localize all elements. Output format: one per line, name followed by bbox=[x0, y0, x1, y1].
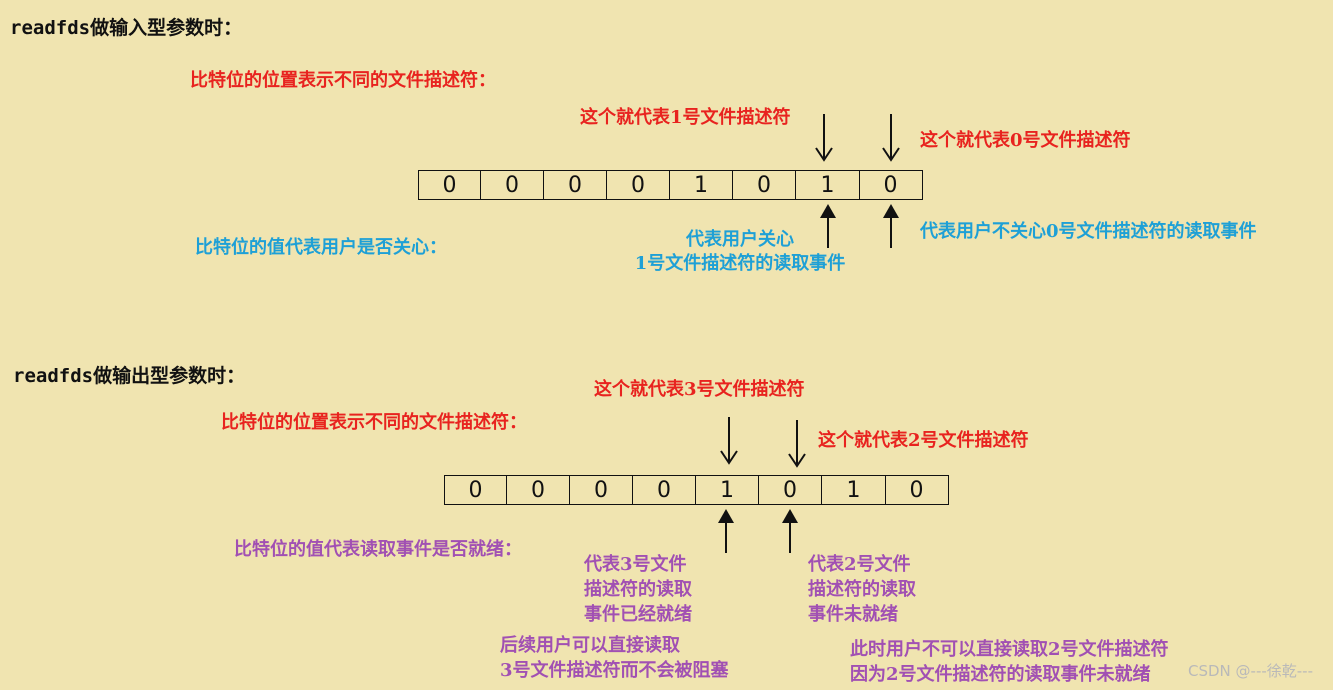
bit-cell: 1 bbox=[822, 476, 886, 504]
output-fd3-ready-line3: 事件已经就绪 bbox=[584, 604, 692, 625]
output-fd2-note: 此时用户不可以直接读取2号文件描述符 因为2号文件描述符的读取事件未就绪 bbox=[850, 637, 1169, 687]
output-fd2-label: 这个就代表2号文件描述符 bbox=[818, 430, 1029, 451]
output-fd2-notready-line2: 描述符的读取 bbox=[808, 579, 916, 600]
bit-cell: 0 bbox=[481, 171, 544, 199]
output-fd2-notready-text: 代表2号文件 描述符的读取 事件未就绪 bbox=[808, 552, 916, 627]
output-bit-position-label: 比特位的位置表示不同的文件描述符： bbox=[221, 412, 527, 433]
arrow-down-icon bbox=[815, 114, 833, 162]
input-fd1-care-line2: 1号文件描述符的读取事件 bbox=[634, 252, 846, 274]
bit-cell: 0 bbox=[883, 172, 898, 198]
output-section-heading: readfds做输出型参数时： bbox=[13, 365, 246, 387]
arrow-up-icon bbox=[820, 204, 836, 248]
output-bit-value-label: 比特位的值代表读取事件是否就绪： bbox=[234, 539, 522, 560]
input-fd0-label: 这个就代表0号文件描述符 bbox=[920, 130, 1131, 151]
output-fd3-ready-line2: 描述符的读取 bbox=[584, 579, 692, 600]
bit-cell: 0 bbox=[445, 476, 507, 504]
input-fd1-label: 这个就代表1号文件描述符 bbox=[580, 107, 791, 128]
output-bitmap: 0 0 0 0 1 0 1 0 bbox=[444, 475, 949, 505]
bit-cell: 0 bbox=[733, 171, 796, 199]
arrow-down-icon bbox=[788, 420, 806, 468]
bit-cell: 0 bbox=[909, 477, 924, 503]
arrow-up-icon bbox=[782, 509, 798, 553]
bit-cell: 1 bbox=[796, 171, 860, 199]
input-fd0-nocare-text: 代表用户不关心0号文件描述符的读取事件 bbox=[920, 221, 1257, 242]
bit-cell: 0 bbox=[607, 171, 670, 199]
input-bit-position-label: 比特位的位置表示不同的文件描述符： bbox=[190, 70, 496, 91]
output-fd2-note-line2: 因为2号文件描述符的读取事件未就绪 bbox=[850, 664, 1151, 685]
arrow-up-icon bbox=[883, 204, 899, 248]
bit-cell: 1 bbox=[696, 476, 759, 504]
bit-cell: 0 bbox=[570, 476, 633, 504]
output-fd3-ready-line1: 代表3号文件 bbox=[584, 554, 687, 575]
output-fd3-label: 这个就代表3号文件描述符 bbox=[594, 379, 805, 400]
output-fd2-notready-line3: 事件未就绪 bbox=[808, 604, 898, 625]
bit-cell: 0 bbox=[507, 476, 570, 504]
output-fd3-note-line1: 后续用户可以直接读取 bbox=[500, 635, 680, 656]
input-bitmap: 0 0 0 0 1 0 1 0 bbox=[418, 170, 923, 200]
csdn-watermark: CSDN @---徐乾--- bbox=[1188, 662, 1314, 680]
output-fd3-note-line2: 3号文件描述符而不会被阻塞 bbox=[500, 660, 729, 681]
bit-cell: 0 bbox=[633, 476, 696, 504]
arrow-down-icon bbox=[882, 114, 900, 162]
arrow-down-icon bbox=[720, 417, 738, 465]
bit-cell: 0 bbox=[544, 171, 607, 199]
input-fd1-care-text: 代表用户关心 1号文件描述符的读取事件 bbox=[605, 229, 875, 274]
output-fd3-note: 后续用户可以直接读取 3号文件描述符而不会被阻塞 bbox=[500, 633, 729, 683]
arrow-up-icon bbox=[718, 509, 734, 553]
bit-cell: 0 bbox=[759, 476, 822, 504]
input-bit-value-label: 比特位的值代表用户是否关心： bbox=[195, 237, 447, 258]
bit-cell: 1 bbox=[670, 171, 733, 199]
output-fd2-note-line1: 此时用户不可以直接读取2号文件描述符 bbox=[850, 639, 1169, 660]
input-fd1-care-line1: 代表用户关心 bbox=[686, 229, 794, 250]
bit-cell: 0 bbox=[419, 171, 481, 199]
input-section-heading: readfds做输入型参数时： bbox=[10, 17, 243, 39]
output-fd3-ready-text: 代表3号文件 描述符的读取 事件已经就绪 bbox=[584, 552, 692, 627]
output-fd2-notready-line1: 代表2号文件 bbox=[808, 554, 911, 575]
